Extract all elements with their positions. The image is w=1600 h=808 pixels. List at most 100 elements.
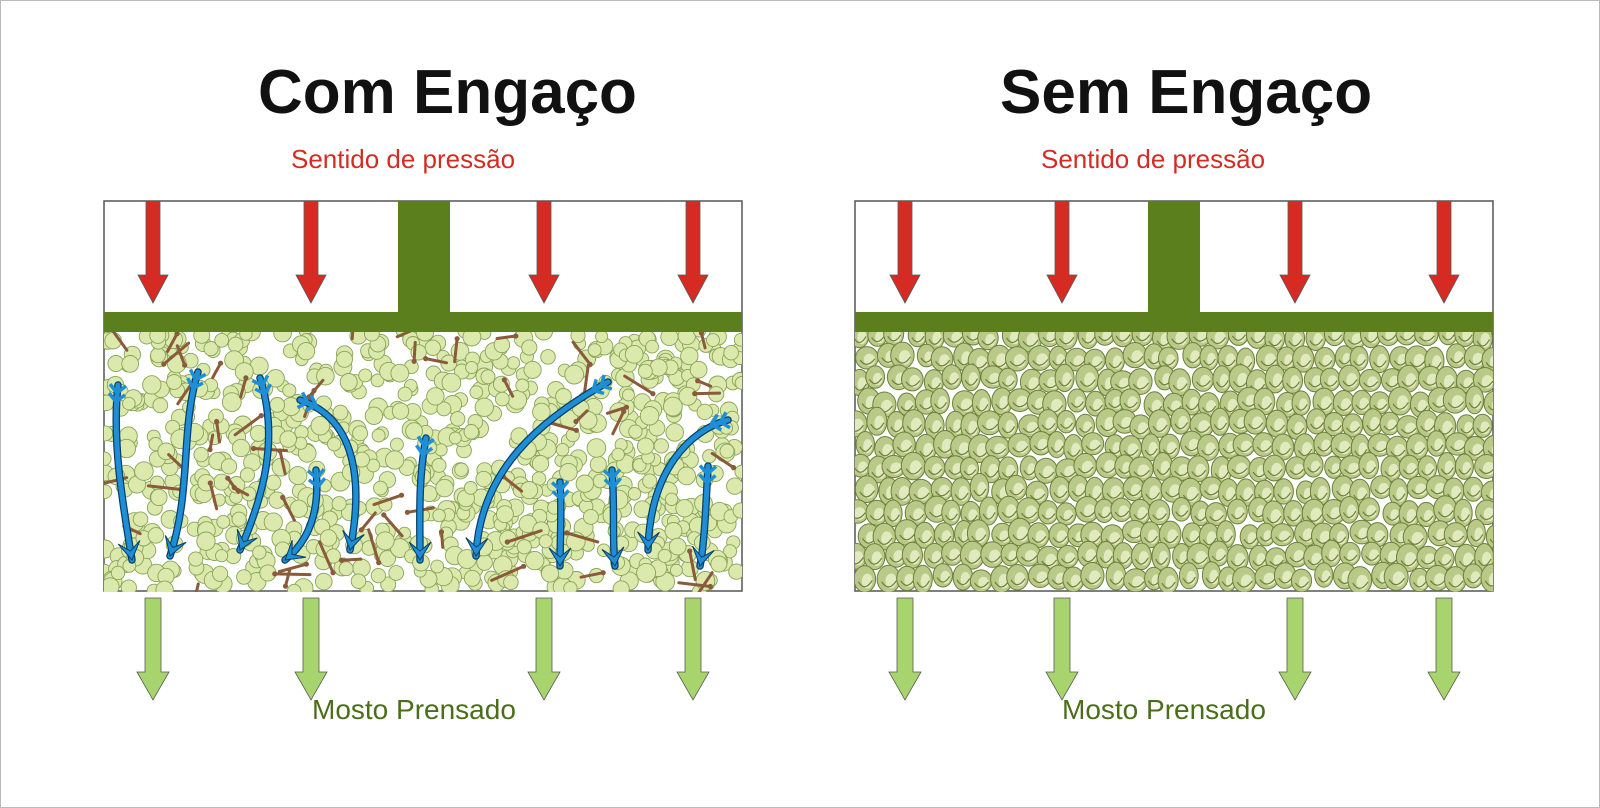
stem-piece [453,337,459,364]
stem-piece [697,571,714,592]
grape-skin-fold [1294,581,1309,588]
grape-skin-fold [1079,379,1096,387]
grape-skin-highlight [1056,353,1066,367]
grape-skin-highlight [1347,549,1358,563]
grape-skin-fold [1323,380,1338,387]
grape-skin-fold [1260,359,1277,367]
grape-skin-fold [1420,558,1436,565]
grape-berry [134,461,154,481]
grape-skin-fold [887,334,902,342]
grape-skin-fold [1135,334,1151,342]
grape-skin-highlight [863,439,873,454]
grape-skin-highlight [1271,462,1283,478]
grape-skin-highlight [1480,421,1490,435]
stem-knot [438,529,445,535]
stem-piece [281,495,296,522]
grape-skin-highlight [961,398,973,413]
stem-piece [548,421,578,432]
grape-skin-highlight [1025,505,1037,520]
grape-skin-highlight [1016,395,1029,409]
grape-skin-highlight [1299,398,1309,412]
grape-skin-highlight [1390,509,1400,522]
grape-berry [221,392,242,412]
grape-skin-highlight [958,485,969,502]
stem-knot [189,611,194,616]
grape-berry [636,562,657,583]
grape-berry [621,388,635,402]
grape-skin-highlight [1169,484,1181,499]
grape-berry [370,373,385,388]
juice-flow-path [417,435,429,563]
grape-skin-fold [1001,470,1016,478]
grape-skin-fold [913,492,930,500]
grape-skin-highlight [1176,376,1188,392]
grape-skin-fold [1317,444,1332,452]
stem-piece [688,549,697,582]
stem-piece [505,529,543,544]
grape-berry [441,372,462,393]
grape-skin-highlight [1264,353,1277,368]
grape-skin-highlight [1463,377,1474,390]
grape-berry [582,508,599,525]
grape-skin-fold [947,336,963,343]
grape-skin-highlight [1218,464,1229,481]
grape-berry [665,423,684,442]
grape-skin-fold [1269,424,1286,432]
grape-skin-fold [937,535,952,543]
grape-skin-highlight [1137,464,1150,478]
grape-skin-highlight [1241,440,1252,454]
grape-berry [350,573,367,589]
grape-berry [521,339,538,356]
grape-skin-fold [1032,576,1049,584]
grape-berry [379,550,396,567]
grape-skin-fold [1448,580,1464,588]
grape-skin-highlight [1443,374,1455,390]
grape-skin-highlight [1405,422,1417,435]
grape-berry [215,549,229,563]
grape-skin-highlight [1225,353,1236,368]
grape-skin-fold [1316,402,1333,411]
grape-berry [540,564,560,583]
stem-knot [621,408,627,415]
grape-skin-fold [899,533,916,541]
grape-berry [632,458,647,473]
juice-flow-tail-chevron [591,378,605,396]
grape-skin-fold [1259,578,1276,585]
grape-skin-highlight [1417,575,1427,589]
grape-berry [435,478,454,498]
pressure-arrow [677,200,709,304]
grape-skin-highlight [1378,482,1390,496]
grape-skin-highlight [1197,329,1209,343]
grape-skin-highlight [1054,439,1064,454]
grape-skin-highlight [1127,443,1139,457]
grape-skin-fold [1287,514,1301,522]
juice-flow-tail-chevron [416,435,435,449]
grape-skin-highlight [1489,488,1493,501]
grape-skin-fold [859,490,876,498]
grape-skin-highlight [1137,376,1149,391]
grape-skin-fold [1335,446,1351,454]
grape-berry [432,508,446,523]
juice-flow-tail-chevron [296,391,310,410]
stem-knot [207,447,213,453]
grape-skin-fold [1365,554,1380,561]
grape-skin-highlight [1005,375,1016,388]
grape-berry [279,430,297,448]
grape-skin-fold [1280,359,1294,366]
grape-skin-fold [877,537,893,545]
grape-skin-highlight [1470,484,1481,498]
stem-knot [650,391,656,397]
grape-skin-fold [1041,513,1056,520]
grape-skin-highlight [1016,440,1029,454]
output-arrow [527,597,561,701]
grape-berry [689,360,708,379]
stem-piece [166,332,179,353]
grape-skin-highlight [1444,460,1454,476]
stem-piece [359,511,377,532]
juice-flow-arrowhead [117,540,141,561]
grape-skin-highlight [1462,461,1472,476]
grape-skin-highlight [1293,550,1306,564]
grape-skin-highlight [932,463,943,477]
grape-skin-highlight [1167,529,1179,545]
juice-flow-arrowhead [236,528,258,551]
